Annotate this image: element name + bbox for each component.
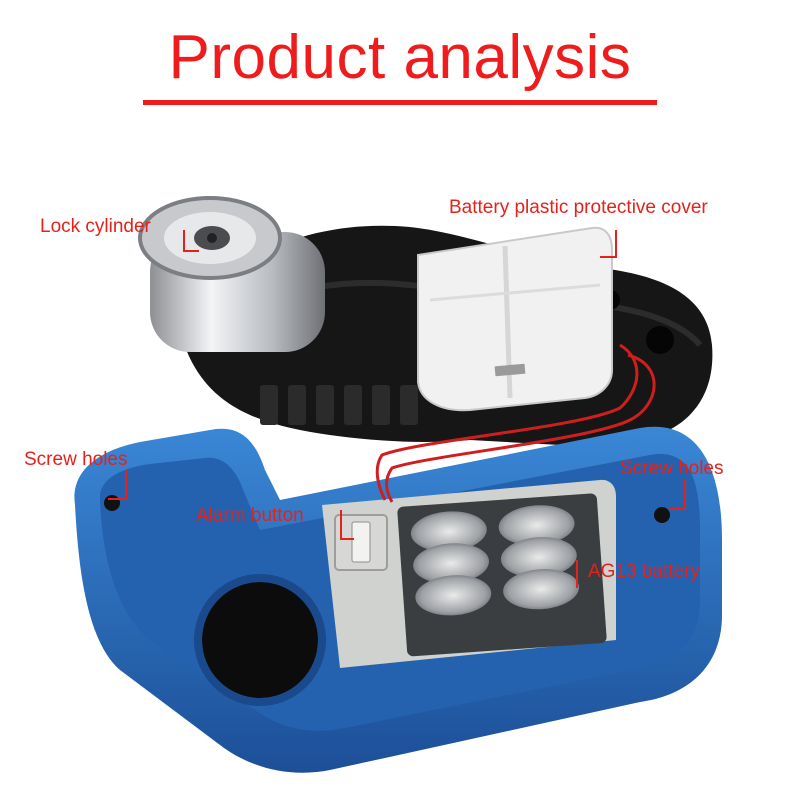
- page-title: Product analysis: [168, 23, 632, 92]
- leader-screw-right-h: [670, 508, 686, 510]
- leader-alarm-button: [340, 510, 342, 540]
- leader-battery-cover: [615, 230, 617, 258]
- label-ag13-battery: AG13 battery: [588, 561, 700, 582]
- leader-lock-cylinder: [183, 230, 185, 252]
- title-underline: [143, 100, 657, 105]
- battery-plastic-cover: [417, 226, 613, 412]
- leader-screw-right: [684, 480, 686, 510]
- battery-compartment: [322, 479, 616, 668]
- lock-cylinder: [138, 196, 325, 352]
- alarm-button: [334, 514, 388, 571]
- label-battery-cover: Battery plastic protective cover: [449, 197, 708, 218]
- label-lock-cylinder: Lock cylinder: [40, 216, 151, 237]
- leader-screw-left: [125, 470, 127, 500]
- red-wires: [375, 343, 656, 503]
- leader-ag13-battery: [576, 560, 578, 588]
- label-screw-holes-left: Screw holes: [24, 449, 128, 470]
- leader-alarm-button-h: [340, 538, 354, 540]
- label-alarm-button: Alarm button: [196, 505, 304, 526]
- leader-lock-cylinder-h: [183, 250, 199, 252]
- label-screw-holes-right: Screw holes: [620, 458, 724, 479]
- leader-battery-cover-h: [600, 256, 617, 258]
- leader-screw-left-h: [108, 498, 127, 500]
